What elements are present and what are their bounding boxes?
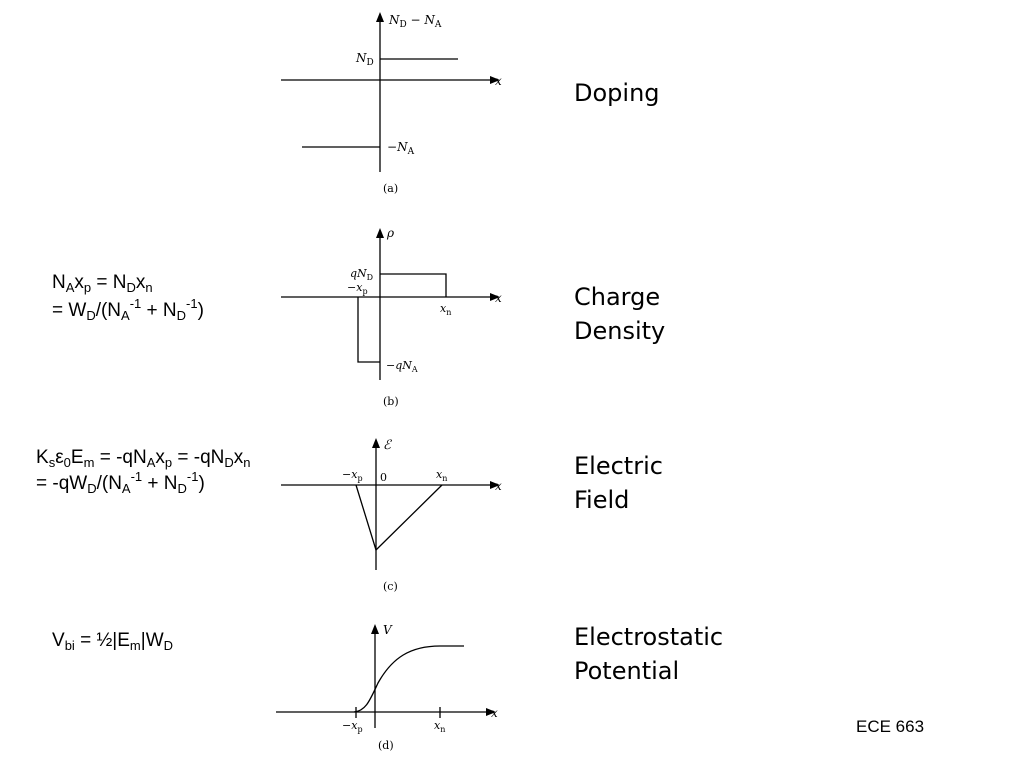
panel-c-xn-label: xn [436,468,447,483]
panel-d-x-label: x [491,706,498,720]
panel-b-title-line2: Density [574,317,665,345]
panel-c-field-triangle [355,484,443,552]
panel-b-x-arrow [490,293,500,301]
panel-d-xn-label: xn [434,719,445,734]
panel-b-xp-label: −xp [347,281,368,296]
panel-c-y-arrow [372,438,380,448]
panel-a-x-arrow [490,76,500,84]
panel-d-electrostatic-potential: V x −xp xn (d) Electrostatic Potential V… [52,623,723,752]
panel-b-negative-charge-block [357,297,380,363]
panel-b-title-line1: Charge [574,283,660,311]
panel-b-caption: (b) [383,395,399,408]
panel-b-xn-label: xn [440,302,451,317]
panel-c-x-label: x [495,479,502,493]
panel-d-potential-curve [353,645,464,713]
panel-c-xp-label: −xp [342,468,363,483]
panel-c-title-line1: Electric [574,452,663,480]
panel-b-equation-line1: NAxp = NDxn [52,272,153,295]
panel-c-y-label: ℰ [383,438,392,453]
panel-b-y-label: ρ [386,226,394,240]
panel-c-equation-line2: = -qWD/(NA-1 + ND-1) [36,469,205,496]
panel-b-y-arrow [376,228,384,238]
panel-d-title-line1: Electrostatic [574,623,723,651]
panel-c-equation-line1: Ksε0Em = -qNAxp = -qNDxn [36,447,251,470]
panel-a-na-label: −NA [387,140,415,157]
panel-b-x-label: x [495,291,502,305]
panel-c-title-line2: Field [574,486,629,514]
panel-d-x-arrow [486,708,496,716]
panel-d-title-line2: Potential [574,657,679,685]
panel-d-caption: (d) [378,739,394,752]
footer-course-label: ECE 663 [856,717,924,736]
panel-c-x-arrow [490,481,500,489]
panel-c-zero-label: 0 [380,471,387,484]
panel-d-y-label: V [383,623,393,637]
panel-c-electric-field: ℰ x −xp 0 xn (c) Electric Field Ksε0Em =… [36,438,663,593]
panel-b-positive-charge-block [380,273,447,297]
panel-a-title: Doping [574,79,660,107]
panel-a-doping: ND − NA x ND −NA (a) Doping [281,12,660,195]
panel-a-x-label: x [495,74,502,88]
panel-b-qnd-label: qND [350,267,373,282]
panel-d-equation: Vbi = ½|Em|WD [52,630,173,653]
panel-b-charge-density: ρ x qND −xp xn −qNA (b) Charge Density N… [52,226,665,408]
panel-a-y-label: ND − NA [388,13,442,30]
panel-a-caption: (a) [383,182,398,195]
panel-a-y-arrow [376,12,384,22]
panel-c-caption: (c) [383,580,398,593]
panel-b-equation-line2: = WD/(NA-1 + ND-1) [52,296,204,323]
panel-d-xp-label: −xp [342,719,363,734]
panel-a-nd-label: ND [355,51,374,68]
panel-d-y-arrow [371,624,379,634]
panel-b-qna-label: −qNA [386,359,418,374]
